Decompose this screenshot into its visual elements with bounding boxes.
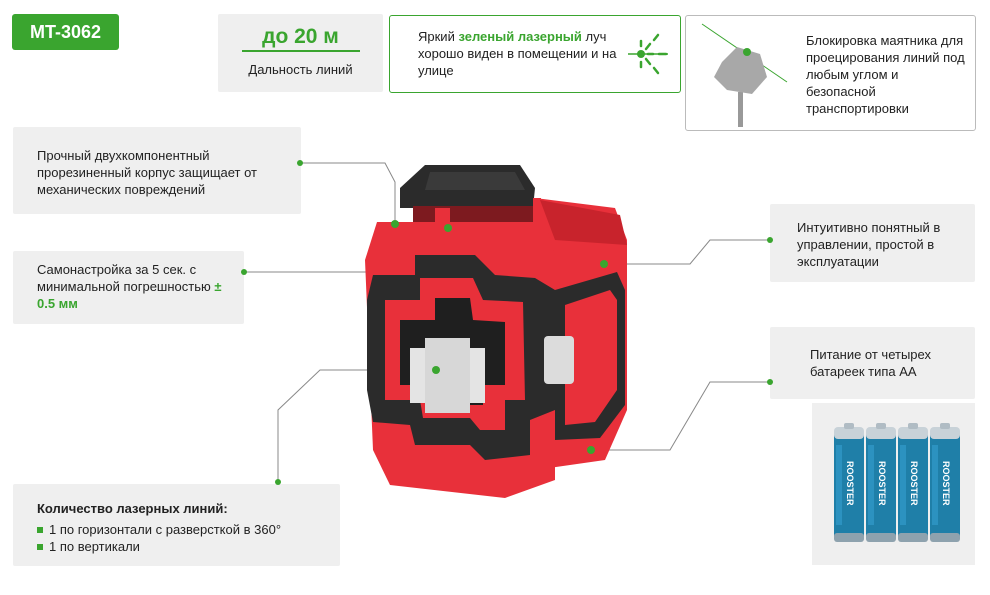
lines-list: 1 по горизонтали с разверсткой в 360° 1 … xyxy=(37,521,337,555)
batteries-image: ROOSTER ROOSTER ROOSTER ROOSTER xyxy=(812,403,975,565)
laser-level-device xyxy=(365,165,627,498)
laser-prefix: Яркий xyxy=(418,29,459,44)
power-text: Питание от четырех батареек типа АА xyxy=(810,347,931,379)
controls-card: Интуитивно понятный в управлении, просто… xyxy=(770,204,975,282)
list-item: 1 по горизонтали с разверсткой в 360° xyxy=(37,521,337,538)
laser-rest: луч хорошо виден в помещении и на улице xyxy=(418,29,617,78)
power-card: Питание от четырех батареек типа АА xyxy=(770,327,975,399)
list-item: 1 по вертикали xyxy=(37,538,337,555)
battery-brand: ROOSTER xyxy=(909,461,919,506)
laser-burst-icon xyxy=(628,33,668,75)
pendulum-card: Блокировка маятника для проецирования ли… xyxy=(685,15,976,131)
battery-brand: ROOSTER xyxy=(941,461,951,506)
pendulum-icon xyxy=(701,23,788,127)
case-card: Прочный двухкомпонентный прорезиненный к… xyxy=(13,127,301,214)
range-card: до 20 м Дальность линий xyxy=(218,14,383,92)
laser-highlight: зеленый лазерный xyxy=(458,29,582,44)
lines-title: Количество лазерных линий: xyxy=(37,501,228,516)
range-underline xyxy=(241,50,360,52)
battery-brand: ROOSTER xyxy=(845,461,855,506)
laser-text: Яркий зеленый лазерный луч хорошо виден … xyxy=(418,28,623,79)
self-level-card: Самонастройка за 5 сек. с минимальной по… xyxy=(13,251,244,324)
self-level-text: Самонастройка за 5 сек. с минимальной по… xyxy=(37,262,211,294)
pendulum-text: Блокировка маятника для проецирования ли… xyxy=(806,33,965,116)
batteries-illustration: ROOSTER ROOSTER ROOSTER ROOSTER xyxy=(834,423,960,542)
battery-brand: ROOSTER xyxy=(877,461,887,506)
model-badge: MT-3062 xyxy=(12,14,119,50)
range-label: Дальность линий xyxy=(248,62,353,77)
lines-card: Количество лазерных линий: 1 по горизонт… xyxy=(13,484,340,566)
controls-text: Интуитивно понятный в управлении, просто… xyxy=(797,220,941,269)
laser-card: Яркий зеленый лазерный луч хорошо виден … xyxy=(389,15,681,93)
range-value: до 20 м xyxy=(262,25,339,48)
accuracy-value: ± 0.5 мм xyxy=(37,279,222,311)
case-text: Прочный двухкомпонентный прорезиненный к… xyxy=(37,148,258,197)
